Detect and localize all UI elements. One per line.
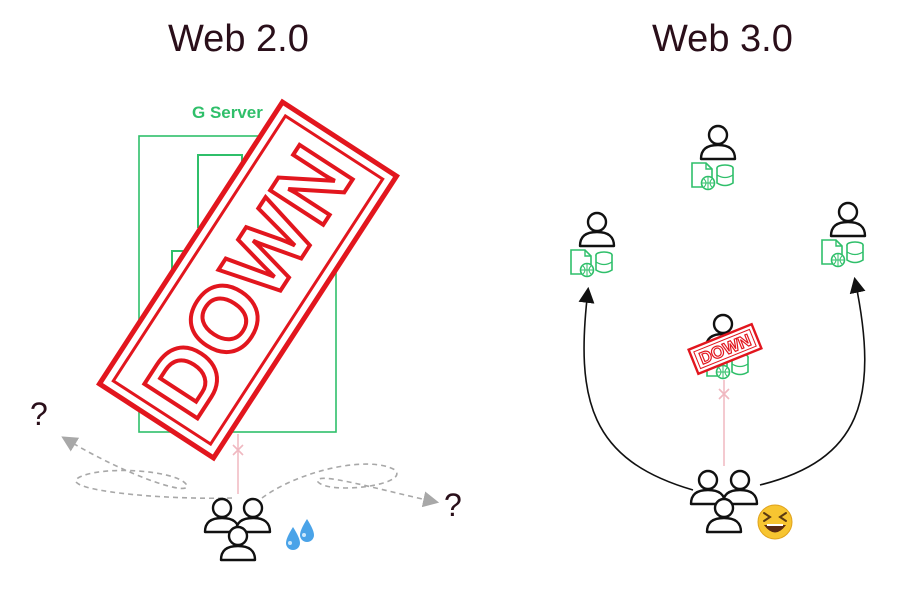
reroute-arrow-right: [759, 276, 866, 486]
question-mark-left: ?: [30, 396, 48, 432]
server-label: G Server: [192, 103, 263, 122]
lost-arrow-left: [61, 436, 233, 500]
broken-link-x-icon-right: [718, 388, 730, 400]
user-group-icon-right: [689, 469, 759, 534]
lost-arrow-right: [261, 463, 440, 508]
question-mark-right: ?: [444, 487, 462, 523]
sweat-drops-emoji: [286, 519, 314, 550]
peer-node-left: [570, 211, 616, 278]
reroute-arrow-left: [578, 286, 694, 491]
broken-link-x-icon: [232, 444, 244, 456]
user-group-icon-left: [203, 497, 272, 562]
web2-title: Web 2.0: [168, 18, 309, 60]
laughing-face-emoji: [757, 504, 793, 540]
web3-title: Web 3.0: [652, 18, 793, 60]
peer-node-top: [691, 124, 737, 191]
peer-node-right: [821, 201, 867, 268]
